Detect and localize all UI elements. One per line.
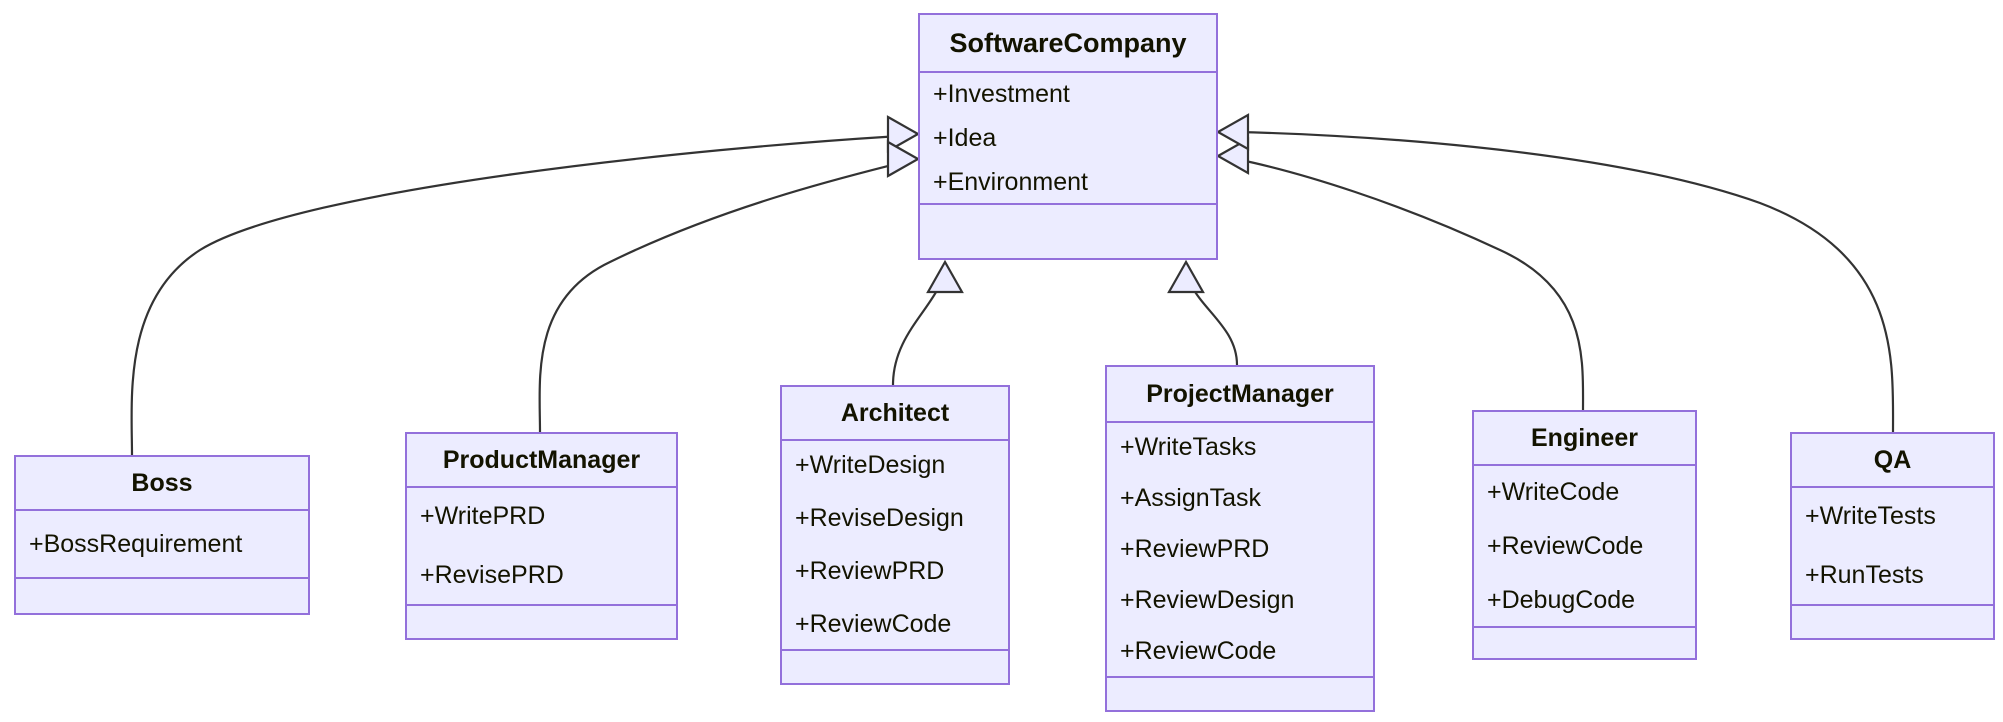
class-attributes-architect: +WriteDesign +ReviseDesign +ReviewPRD +Revi… [782, 441, 1008, 651]
class-title-projectmanager: ProjectManager [1107, 367, 1373, 423]
class-attribute: +BossRequirement [29, 530, 243, 558]
class-methods-softwarecompany [920, 205, 1216, 258]
inheritance-arrowhead-projectmanager-to-softwarecompany [1167, 259, 1205, 294]
class-attribute: +WriteDesign [795, 451, 946, 479]
inheritance-arrowhead-productmanager-to-softwarecompany [886, 140, 921, 178]
class-node-qa[interactable]: QA +WriteTests +RunTests [1790, 432, 1995, 640]
class-node-engineer[interactable]: Engineer +WriteCode +ReviewCode +DebugCode [1472, 410, 1697, 660]
inheritance-edge-architect-to-softwarecompany [891, 284, 941, 386]
class-methods-qa [1792, 606, 1993, 640]
class-attribute: +ReviewPRD [795, 557, 945, 585]
class-attribute: +ReviewCode [795, 610, 952, 638]
class-attribute: +WriteCode [1487, 478, 1620, 506]
class-attribute: +Environment [933, 168, 1088, 196]
class-attributes-productmanager: +WritePRD +RevisePRD [407, 488, 676, 606]
class-methods-projectmanager [1107, 678, 1373, 712]
class-attribute: +ReviewCode [1487, 532, 1644, 560]
class-attribute: +ReviewCode [1120, 637, 1277, 665]
class-attribute: +RevisePRD [420, 561, 564, 589]
class-attribute: +WriteTasks [1120, 433, 1257, 461]
class-attribute: +Idea [933, 124, 997, 152]
inheritance-edge-projectmanager-to-softwarecompany [1190, 284, 1239, 366]
class-title-boss: Boss [16, 457, 308, 511]
class-title-architect: Architect [782, 387, 1008, 441]
class-methods-productmanager [407, 606, 676, 640]
class-attributes-boss: +BossRequirement [16, 511, 308, 579]
class-methods-engineer [1474, 628, 1695, 660]
class-title-qa: QA [1792, 434, 1993, 488]
inheritance-arrowhead-engineer-to-softwarecompany [1215, 137, 1250, 175]
class-methods-architect [782, 651, 1008, 685]
class-attribute: +ReviewPRD [1120, 535, 1270, 563]
class-attribute: +RunTests [1805, 561, 1924, 589]
class-methods-boss [16, 579, 308, 615]
class-node-architect[interactable]: Architect +WriteDesign +ReviseDesign +Revie… [780, 385, 1010, 685]
class-node-softwarecompany[interactable]: SoftwareCompany +Investment +Idea +Environm… [918, 13, 1218, 260]
class-title-productmanager: ProductManager [407, 434, 676, 488]
class-attribute: +WritePRD [420, 502, 546, 530]
class-attributes-engineer: +WriteCode +ReviewCode +DebugCode [1474, 466, 1695, 628]
class-attribute: +WriteTests [1805, 502, 1936, 530]
class-node-productmanager[interactable]: ProductManager +WritePRD +RevisePRD [405, 432, 678, 640]
class-title-softwarecompany: SoftwareCompany [920, 15, 1216, 73]
class-attribute: +DebugCode [1487, 586, 1636, 614]
class-title-engineer: Engineer [1474, 412, 1695, 466]
class-node-projectmanager[interactable]: ProjectManager +WriteTasks +AssignTask +Rev… [1105, 365, 1375, 712]
inheritance-arrowhead-boss-to-softwarecompany [886, 115, 921, 153]
class-attribute: +Investment [933, 80, 1070, 108]
class-node-boss[interactable]: Boss +BossRequirement [14, 455, 310, 615]
class-attribute: +ReviewDesign [1120, 586, 1295, 614]
class-attribute: +AssignTask [1120, 484, 1262, 512]
class-attributes-softwarecompany: +Investment +Idea +Environment [920, 73, 1216, 205]
class-attributes-projectmanager: +WriteTasks +AssignTask +ReviewPRD +ReviewD… [1107, 423, 1373, 678]
class-attribute: +ReviseDesign [795, 504, 964, 532]
inheritance-arrowhead-architect-to-softwarecompany [926, 259, 964, 294]
inheritance-arrowhead-qa-to-softwarecompany [1215, 113, 1250, 151]
class-attributes-qa: +WriteTests +RunTests [1792, 488, 1993, 606]
